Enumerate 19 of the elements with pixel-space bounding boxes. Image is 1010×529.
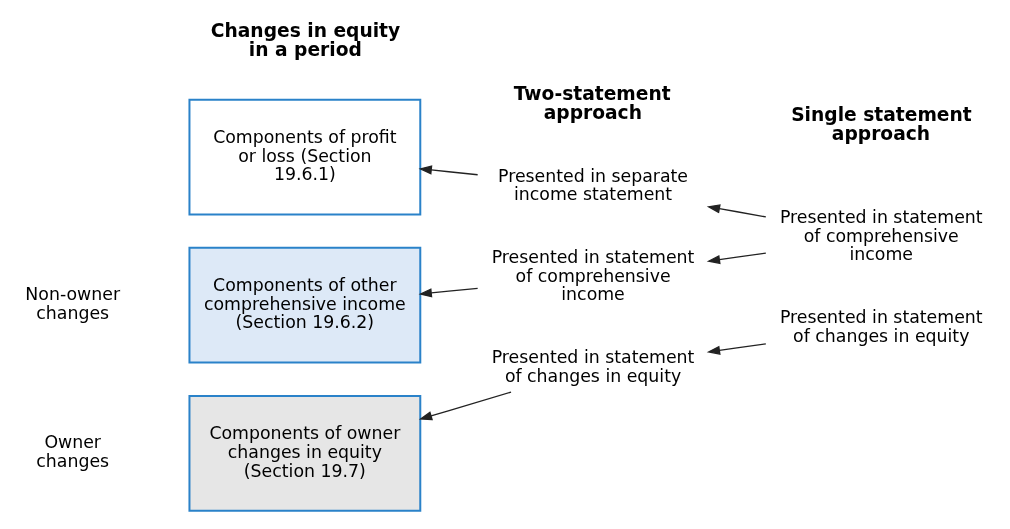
label: Owner changes bbox=[36, 432, 110, 472]
node-text: Presented in statement of changes in equity bbox=[491, 347, 695, 386]
node-box: Components of profit or loss (Section 19.6.1) bbox=[188, 98, 422, 216]
arrow bbox=[418, 287, 479, 298]
node-box: Components of owner changes in equity (Section 19.7) bbox=[188, 394, 422, 512]
label: Single statement approach bbox=[791, 104, 972, 145]
arrow bbox=[706, 252, 767, 265]
node-text: Presented in statement of changes in equity bbox=[779, 307, 983, 346]
label: Non-owner changes bbox=[25, 284, 121, 324]
node-text: Presented in separate income statement bbox=[498, 165, 689, 205]
node-text: Presented in statement of comprehensive income bbox=[491, 247, 695, 305]
label: Two-statement approach bbox=[513, 82, 671, 123]
arrow bbox=[418, 391, 512, 421]
label: Changes in equity in a period bbox=[210, 20, 401, 60]
node-text: Presented in statement of comprehensive income bbox=[779, 207, 983, 265]
arrow bbox=[706, 204, 767, 218]
arrow bbox=[706, 343, 767, 355]
node-box: Components of other comprehensive income (Section 19.6.2) bbox=[188, 246, 422, 364]
arrow bbox=[418, 165, 479, 176]
